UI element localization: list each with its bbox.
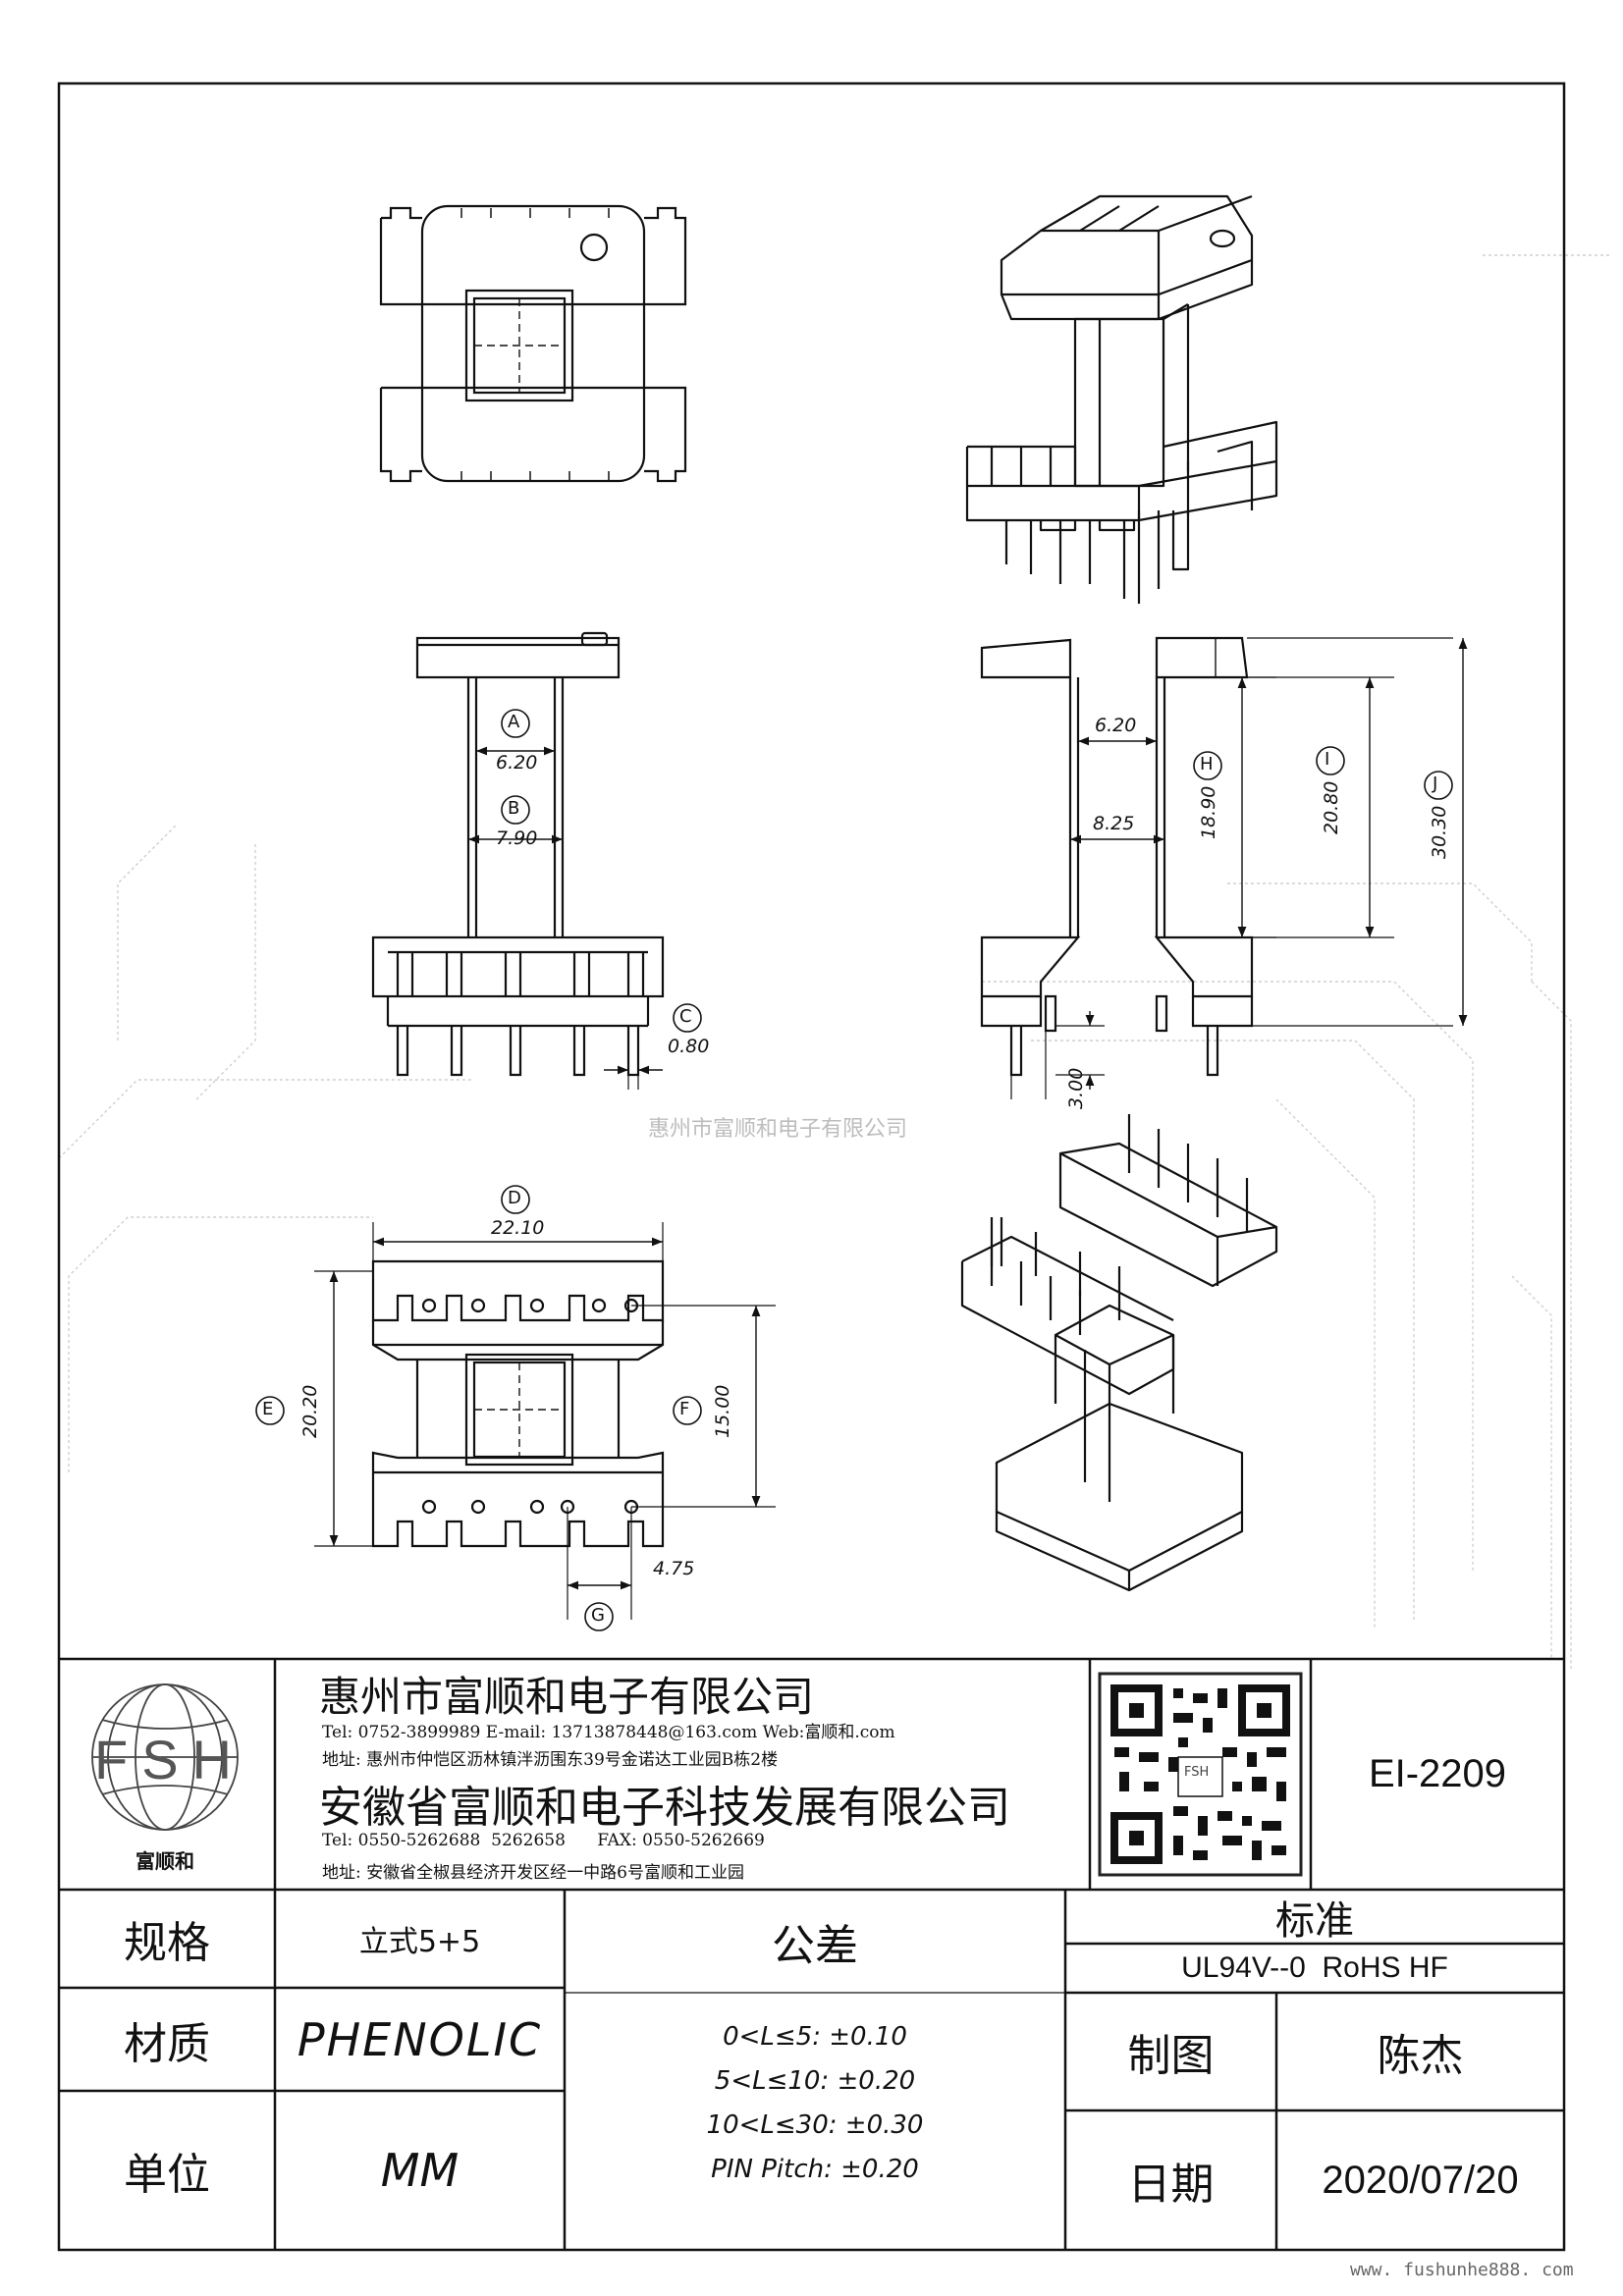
company2-contact: Tel: 0550-5262688 5262658 FAX: 0550-5262… (322, 1831, 765, 1850)
title-block-grid (59, 1657, 1564, 2250)
dim-letter-j: J (1433, 774, 1438, 794)
dim-value-g: 4.75 (653, 1558, 695, 1579)
dim-value-f: 15.00 (712, 1384, 733, 1438)
tolerance-label: 公差 (772, 1920, 858, 1971)
part-number: EI-2209 (1368, 1752, 1507, 1795)
dim-letter-d: D (508, 1188, 521, 1208)
date-label: 日期 (1127, 2160, 1215, 2210)
standard-label: 标准 (1275, 1897, 1354, 1944)
material-label: 材质 (124, 2018, 210, 2069)
dim-value-a: 6.20 (496, 752, 538, 774)
globe-logo-icon (91, 1683, 239, 1831)
front-view (371, 631, 665, 1090)
company1-contact: Tel: 0752-3899989 E-mail: 13713878448@16… (322, 1723, 895, 1742)
sheet-border (57, 81, 1566, 2252)
company2-name: 安徽省富顺和电子科技发展有限公司 (319, 1783, 1010, 1833)
top-view (379, 204, 687, 483)
company2-address: 地址: 安徽省全椒县经济开发区经一中路6号富顺和工业园 (322, 1863, 744, 1883)
side-view (980, 636, 1468, 1099)
dim-value-i: 20.80 (1321, 780, 1342, 834)
tolerance-line-1: 0<L≤5: ±0.10 (723, 2022, 907, 2052)
tolerance-line-2: 5<L≤10: ±0.20 (714, 2066, 916, 2096)
dim-letter-b: B (508, 798, 520, 819)
qr-caption: FSH (1184, 1765, 1210, 1780)
date-value: 2020/07/20 (1322, 2158, 1519, 2202)
dim-value-b: 7.90 (496, 828, 538, 849)
drawn-label: 制图 (1127, 2031, 1215, 2081)
logo-caption: 富顺和 (135, 1849, 194, 1873)
company1-name: 惠州市富顺和电子有限公司 (319, 1673, 815, 1721)
spec-value: 立式5+5 (358, 1925, 481, 1959)
background-trace-pattern (58, 254, 1610, 1669)
dim-value-d: 22.10 (491, 1217, 545, 1239)
unit-label: 单位 (124, 2150, 210, 2200)
dim-letter-e: E (262, 1399, 274, 1419)
spec-label: 规格 (124, 1918, 210, 1968)
dim-side-outer-width: 8.25 (1093, 813, 1135, 834)
dim-letter-a: A (508, 712, 520, 732)
dim-letter-i: I (1325, 749, 1330, 770)
website-footer: www. fushunhe888. com (1350, 2260, 1574, 2280)
qr-code-icon (1098, 1672, 1303, 1877)
isometric-view-top (965, 194, 1278, 604)
standard-value: UL94V--0 RoHS HF (1181, 1951, 1448, 1984)
isometric-view-bottom (960, 1114, 1278, 1592)
tolerance-line-3: 10<L≤30: ±0.30 (706, 2110, 924, 2140)
dim-letter-c: C (679, 1006, 692, 1027)
dim-value-e: 20.20 (299, 1384, 321, 1438)
logo-text: FSH (94, 1729, 245, 1790)
watermark-text: 惠州市富顺和电子有限公司 (648, 1117, 908, 1142)
dim-letter-h: H (1200, 754, 1214, 774)
dim-value-j: 30.30 (1429, 805, 1450, 859)
dimension-letter-circles (255, 709, 1453, 1631)
dim-side-inner-width: 6.20 (1095, 715, 1137, 736)
dim-letter-f: F (679, 1399, 690, 1419)
bottom-view (314, 1222, 776, 1620)
drawn-value: 陈杰 (1377, 2031, 1464, 2081)
tolerance-line-4: PIN Pitch: ±0.20 (711, 2155, 919, 2184)
dim-letter-g: G (591, 1605, 605, 1626)
dim-value-c: 0.80 (668, 1036, 710, 1057)
dim-value-h: 18.90 (1198, 785, 1219, 839)
material-value: PHENOLIC (297, 2012, 543, 2066)
company1-address: 地址: 惠州市仲恺区沥林镇泮沥围东39号金诺达工业园B栋2楼 (322, 1750, 779, 1770)
unit-value: MM (380, 2144, 460, 2197)
dim-pin-length: 3.00 (1065, 1067, 1087, 1109)
